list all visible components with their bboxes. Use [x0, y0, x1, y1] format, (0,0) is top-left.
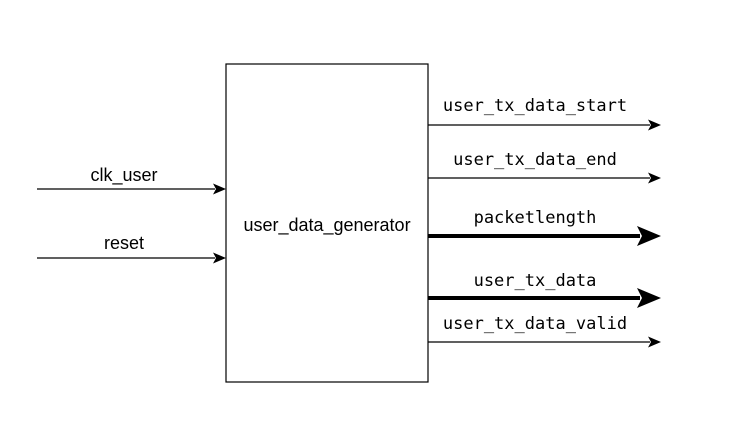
output-label-user-tx-data-start: user_tx_data_start	[443, 96, 627, 116]
input-label-clk-user: clk_user	[90, 165, 157, 186]
output-label-packetlength: packetlength	[474, 208, 597, 228]
output-label-user-tx-data-end: user_tx_data_end	[453, 150, 617, 170]
output-arrowhead-packetlength	[637, 226, 661, 246]
output-arrowhead-user-tx-data-end	[648, 172, 661, 184]
input-arrowhead-clk-user	[213, 183, 226, 195]
user-data-generator-block	[225, 63, 429, 383]
output-arrowhead-user-tx-data-valid	[648, 336, 661, 348]
input-label-reset: reset	[104, 233, 144, 253]
output-label-user-tx-data-valid: user_tx_data_valid	[443, 314, 627, 334]
output-arrowhead-user-tx-data	[637, 288, 661, 308]
output-arrowhead-user-tx-data-start	[648, 119, 661, 131]
input-arrowhead-reset	[213, 252, 226, 264]
output-label-user-tx-data: user_tx_data	[474, 271, 597, 291]
block-name: user_data_generator	[243, 215, 410, 236]
